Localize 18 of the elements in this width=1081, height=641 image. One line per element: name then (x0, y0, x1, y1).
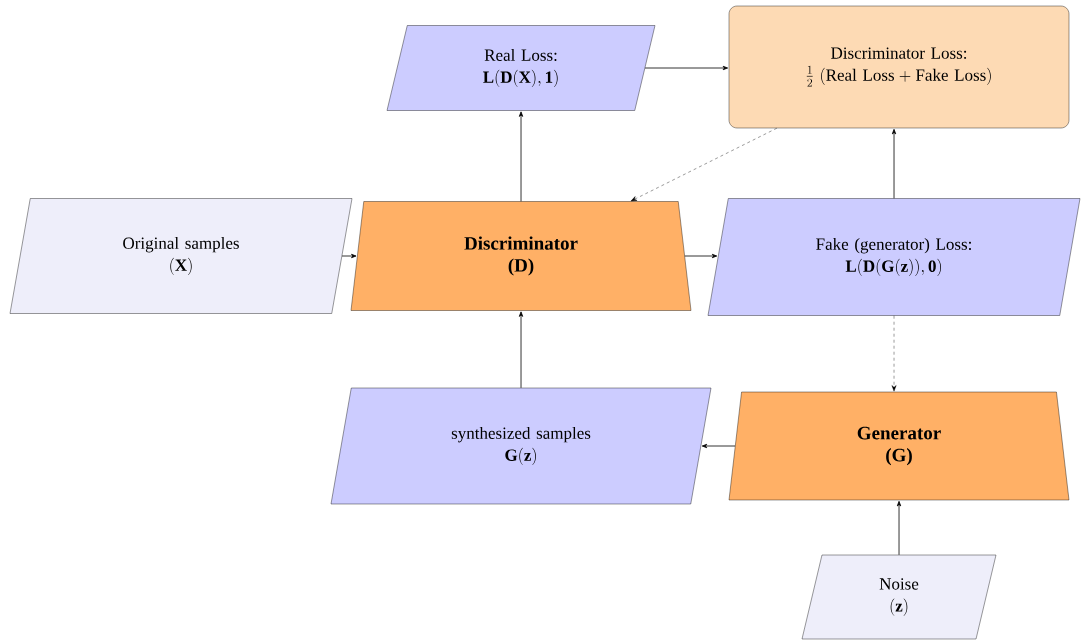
arrow (644, 65, 729, 71)
arrow (518, 311, 524, 389)
discriminator-trapezoid: Discriminator (D) (350, 201, 692, 311)
arrow (630, 128, 778, 202)
loss-parallelogram: Real Loss: $\mathbf{L}(\mathbf{D}(\mathbf{X}),\mathbf{1})$ (386, 25, 656, 111)
arrow (518, 111, 524, 202)
arrow (684, 253, 718, 259)
arrow (341, 253, 357, 259)
arrow (896, 500, 902, 556)
loss-box: Discriminator Loss: $\tfrac{1}{2}\ (\mathrm{Real\ Loss} + \mathrm{Fake\ Loss})$ (728, 5, 1070, 129)
generator-trapezoid: Generator (G) (728, 391, 1070, 501)
arrow (891, 128, 897, 199)
input-parallelogram: Original samples $(\mathbf{X})$ (9, 198, 353, 314)
arrow (891, 315, 897, 392)
samples-parallelogram: synthesized samples $\mathbf{G}(\mathbf{z})$ (330, 387, 712, 505)
loss-parallelogram: Fake (generator) Loss: $\mathbf{L}(\mathbf{D}(\mathbf{G}(\mathbf{z})),\mathbf{0})$ (707, 198, 1081, 316)
arrow (701, 443, 736, 449)
input-parallelogram: Noise $(\mathbf{z})$ (801, 554, 997, 640)
